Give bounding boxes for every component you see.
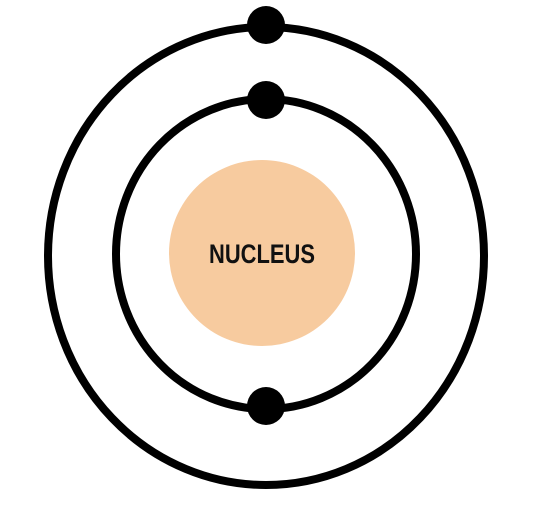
inner-orbit-electron-top [247,81,285,119]
nucleus-label: NUCLEUS [209,239,315,269]
nucleus [169,160,355,346]
inner-orbit-electron-bottom [247,387,285,425]
outer-orbit-electron-top [247,6,285,44]
